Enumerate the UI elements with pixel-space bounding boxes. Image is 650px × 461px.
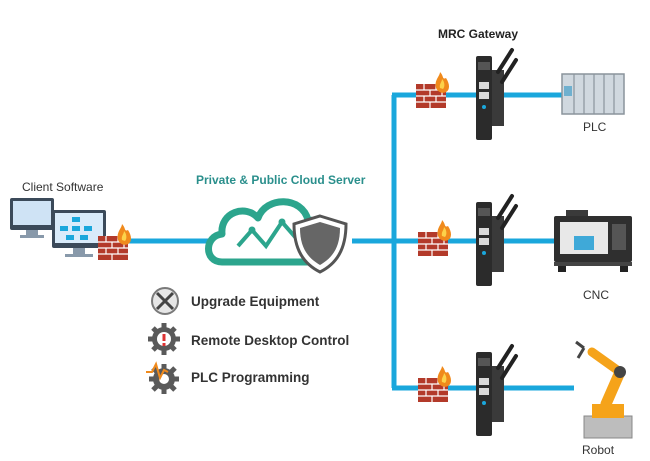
gateway-label: MRC Gateway xyxy=(438,27,519,41)
feature-plc-programming-label: PLC Programming xyxy=(191,370,310,385)
feature-upgrade-label: Upgrade Equipment xyxy=(191,294,320,309)
plc-icon xyxy=(561,73,625,115)
firewall-robot-icon xyxy=(417,365,452,403)
cnc-icon xyxy=(554,210,632,272)
firewall-cnc-icon xyxy=(417,219,452,257)
plc-label: PLC xyxy=(583,120,607,134)
cloud-server-label: Private & Public Cloud Server xyxy=(196,173,366,187)
wrench-screwdriver-icon xyxy=(151,287,179,315)
feature-remote-desktop-label: Remote Desktop Control xyxy=(191,333,350,348)
client-computer-icon xyxy=(10,198,106,257)
cloud-shield-icon xyxy=(205,198,348,274)
firewall-plc-icon xyxy=(415,71,450,109)
robot-label: Robot xyxy=(582,443,615,457)
cnc-label: CNC xyxy=(583,288,609,302)
gear-signal-icon xyxy=(146,361,179,394)
client-software-label: Client Software xyxy=(22,180,104,194)
gear-alert-icon xyxy=(148,323,180,355)
robot-arm-icon xyxy=(575,340,633,439)
gateway-robot-icon xyxy=(474,344,518,438)
